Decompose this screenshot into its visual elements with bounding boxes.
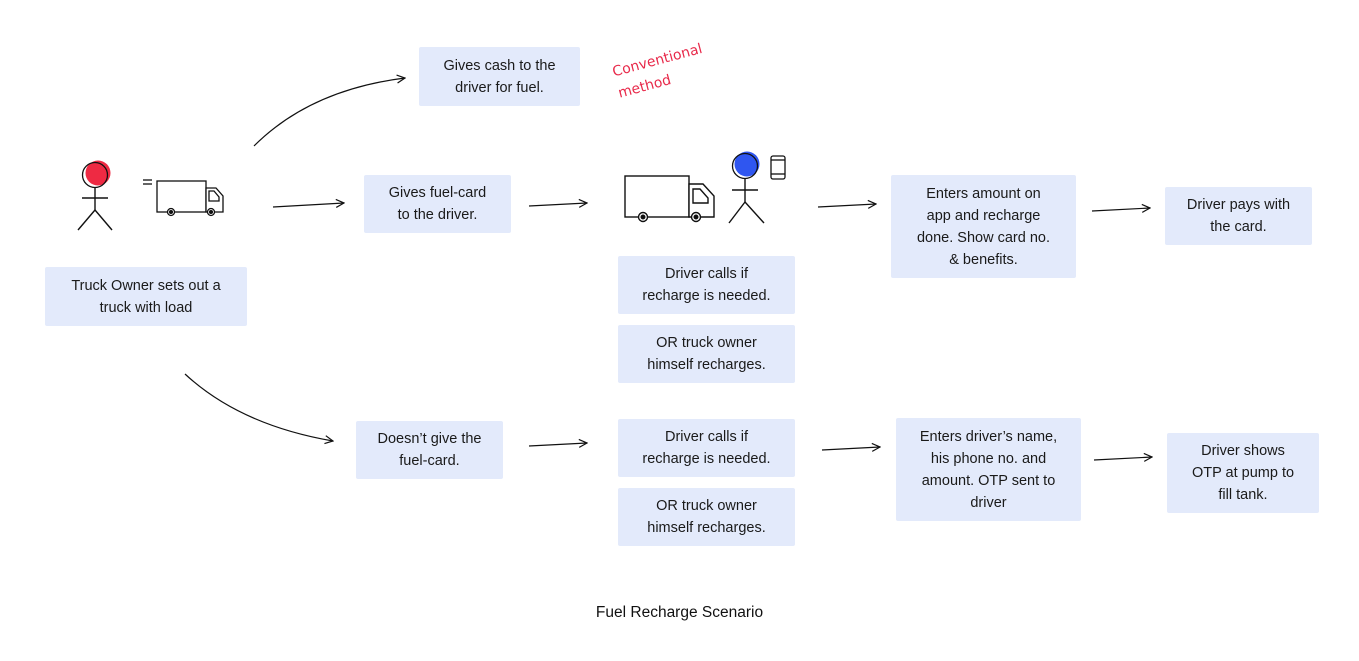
arrow-to-shows-otp (1093, 457, 1152, 460)
box-owner-recharges-bottom: OR truck owner himself recharges. (618, 488, 795, 546)
diagram-title: Fuel Recharge Scenario (595, 604, 764, 621)
arrow-to-pays-card (1091, 208, 1150, 211)
arrow-to-cash (253, 78, 405, 147)
truck-owner-figure (77, 160, 113, 231)
driver-figure (728, 151, 765, 224)
box-enters-amount-label: Enters amount on app and recharge done. … (916, 185, 1050, 268)
arrow-to-enters-name (821, 447, 880, 450)
box-owner-recharges-top: OR truck owner himself recharges. (618, 325, 795, 383)
box-driver-pays-card-label: Driver pays with the card. (1186, 197, 1291, 235)
arrow-to-calls-bottom (528, 443, 587, 446)
box-driver-pays-card: Driver pays with the card. (1165, 187, 1312, 245)
box-gives-fuel-card-label: Gives fuel-card to the driver. (388, 185, 487, 223)
box-gives-cash-label: Gives cash to the driver for fuel. (443, 57, 556, 96)
owner-truck-icon (143, 179, 224, 217)
box-truck-owner: Truck Owner sets out a truck with load (45, 267, 247, 326)
phone-icon (770, 155, 786, 180)
box-driver-calls-bottom: Driver calls if recharge is needed. (618, 419, 795, 477)
box-owner-recharges-bottom-label: OR truck owner himself recharges. (647, 498, 766, 536)
box-enters-driver-name-label: Enters driver’s name, his phone no. and … (919, 428, 1058, 511)
box-owner-recharges-top-label: OR truck owner himself recharges. (647, 335, 766, 373)
box-driver-calls-top: Driver calls if recharge is needed. (618, 256, 795, 314)
box-driver-shows-otp-label: Driver shows OTP at pump to fill tank. (1191, 443, 1295, 503)
box-no-fuel-card: Doesn’t give the fuel-card. (356, 421, 503, 479)
arrow-to-no-card (184, 373, 333, 441)
box-gives-cash: Gives cash to the driver for fuel. (419, 47, 580, 106)
arrow-to-driver-truck (528, 203, 587, 206)
driver-truck-icon (624, 175, 715, 223)
box-enters-driver-name: Enters driver’s name, his phone no. and … (896, 418, 1081, 521)
box-driver-calls-bottom-label: Driver calls if recharge is needed. (642, 429, 771, 467)
box-no-fuel-card-label: Doesn’t give the fuel-card. (377, 431, 482, 469)
box-enters-amount: Enters amount on app and recharge done. … (891, 175, 1076, 278)
box-gives-fuel-card: Gives fuel-card to the driver. (364, 175, 511, 233)
box-driver-calls-top-label: Driver calls if recharge is needed. (642, 266, 771, 304)
box-truck-owner-label: Truck Owner sets out a truck with load (71, 277, 221, 316)
arrow-to-enters-amount (817, 204, 876, 207)
arrow-to-fuel-card (272, 203, 344, 207)
box-driver-shows-otp: Driver shows OTP at pump to fill tank. (1167, 433, 1319, 513)
